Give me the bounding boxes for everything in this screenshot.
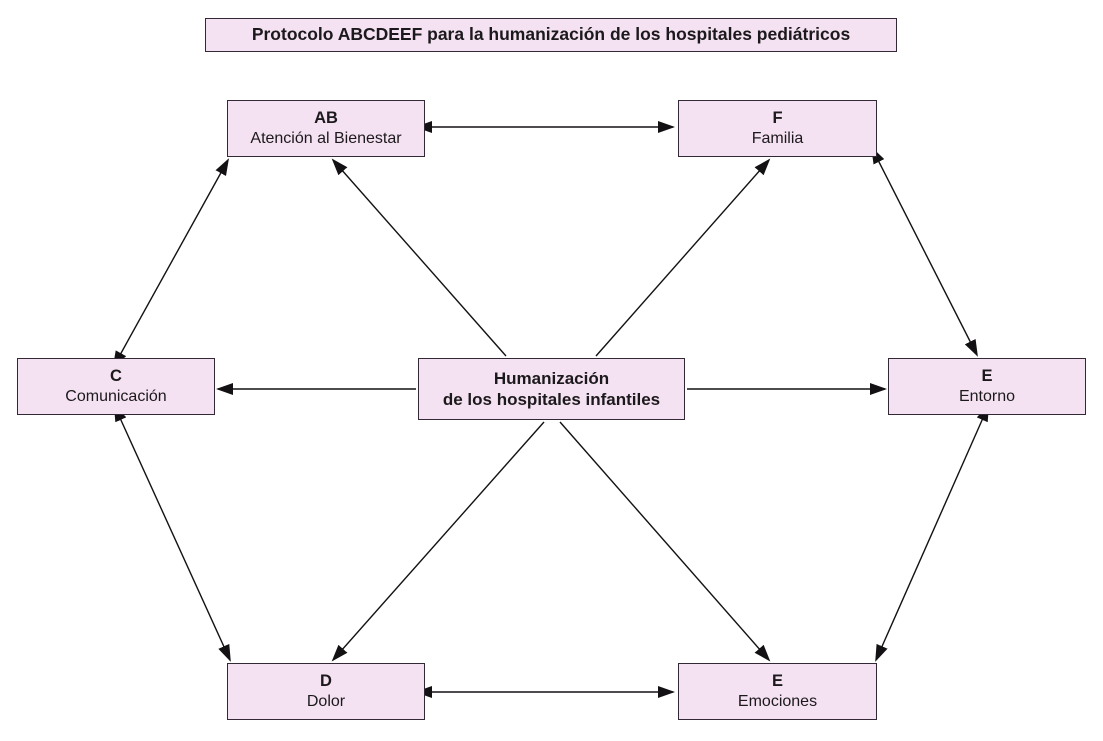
node-familia: F Familia	[678, 100, 877, 157]
arrow-c-d	[113, 404, 231, 662]
node-label: Emociones	[737, 692, 818, 710]
node-entorno: E Entorno	[888, 358, 1086, 415]
arrow-center-ab	[331, 158, 507, 357]
node-comunicacion: C Comunicación	[17, 358, 215, 415]
node-letter: E	[771, 672, 783, 691]
arrow-entorno-emociones	[875, 404, 990, 662]
center-line-2: de los hospitales infantiles	[442, 390, 661, 409]
node-atencion-al-bienestar: AB Atención al Bienestar	[227, 100, 425, 157]
node-emociones: E Emociones	[678, 663, 877, 720]
node-label: Entorno	[958, 387, 1016, 405]
node-dolor: D Dolor	[227, 663, 425, 720]
arrow-center-emociones	[559, 421, 771, 662]
node-label: Dolor	[306, 692, 346, 710]
diagram-title: Protocolo ABCDEEF para la humanización d…	[205, 18, 897, 52]
arrow-c-ab	[112, 158, 229, 369]
node-label: Familia	[751, 129, 804, 147]
arrow-center-f	[595, 158, 771, 357]
node-letter: AB	[314, 109, 338, 128]
node-letter: D	[320, 672, 332, 691]
node-label: Atención al Bienestar	[250, 129, 402, 147]
node-letter: E	[981, 367, 993, 386]
arrow-center-d	[331, 421, 545, 662]
center-line-1: Humanización	[493, 368, 610, 388]
arrow-f-entorno	[871, 146, 978, 357]
node-humanizacion-center: Humanización de los hospitales infantile…	[418, 358, 685, 420]
node-letter: F	[772, 109, 783, 128]
node-label: Comunicación	[65, 387, 167, 405]
diagram-title-text: Protocolo ABCDEEF para la humanización d…	[251, 24, 851, 45]
node-letter: C	[110, 367, 122, 386]
